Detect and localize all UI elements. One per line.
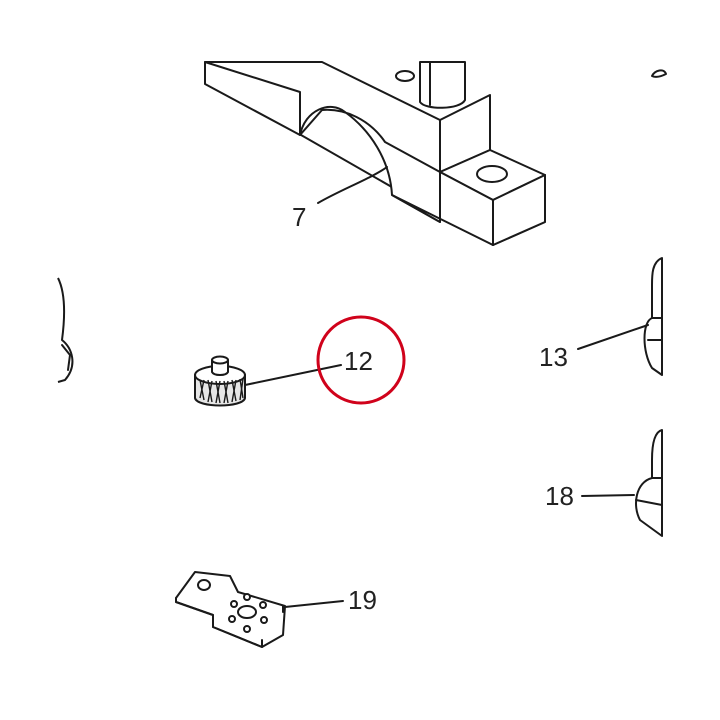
leader-13 xyxy=(577,324,649,350)
leader-18 xyxy=(581,494,635,497)
highlight-circle-12 xyxy=(316,315,406,405)
callout-18[interactable]: 18 xyxy=(545,481,574,511)
part-13-cylinder[interactable] xyxy=(643,257,663,376)
leader-7 xyxy=(317,166,388,204)
leader-19 xyxy=(284,600,344,608)
leader-12 xyxy=(244,364,342,386)
callout-13[interactable]: 13 xyxy=(539,342,568,372)
part-12-knurled-knob[interactable] xyxy=(194,355,246,407)
leader-lines xyxy=(244,166,649,608)
callout-7[interactable]: 7 xyxy=(292,202,306,232)
part-18-flanged-part[interactable] xyxy=(635,429,663,537)
callout-19[interactable]: 19 xyxy=(348,585,377,615)
callout-12[interactable]: 12 xyxy=(344,346,373,376)
left-partial-screw xyxy=(57,277,74,383)
part-7-clamp-block[interactable] xyxy=(204,61,667,246)
part-19-plate[interactable] xyxy=(175,571,286,648)
